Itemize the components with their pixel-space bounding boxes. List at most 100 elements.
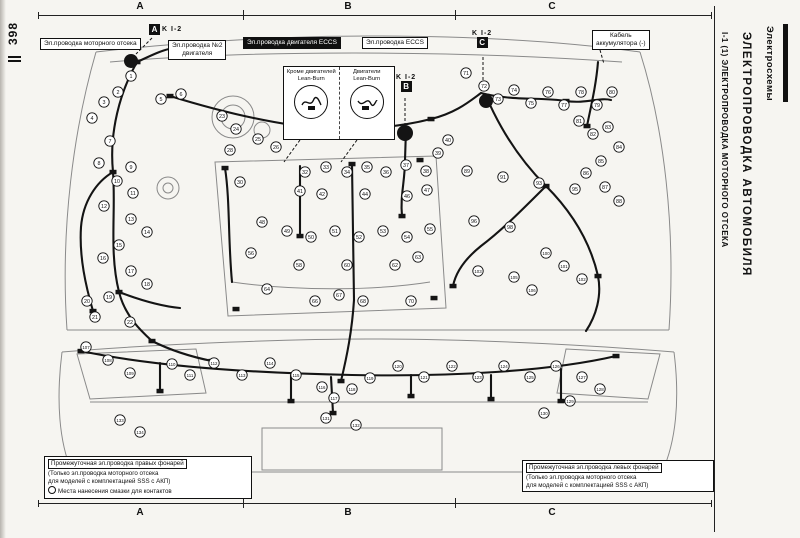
callout-circle bbox=[81, 295, 93, 307]
callout-number: 128 bbox=[596, 387, 604, 392]
ruler-tick bbox=[455, 498, 456, 508]
label-line: Lean-Burn bbox=[297, 75, 325, 82]
callout-circle bbox=[526, 284, 538, 296]
callout-circle bbox=[230, 123, 242, 135]
callout-circle bbox=[299, 166, 311, 178]
callout-circle bbox=[364, 372, 376, 384]
callout-circle bbox=[93, 157, 105, 169]
callout-number: 123 bbox=[474, 375, 482, 380]
sidebar-divider bbox=[714, 6, 715, 532]
callout-circle bbox=[329, 225, 341, 237]
callout-number: 12 bbox=[101, 204, 107, 210]
callout-circle bbox=[533, 177, 545, 189]
callout-number: 74 bbox=[511, 88, 517, 94]
lean-burn-note-box: Кроме двигателей Lean-Burn Двигатели Lea… bbox=[283, 66, 395, 140]
connector-block bbox=[487, 396, 495, 402]
callout-number: 22 bbox=[127, 320, 133, 326]
callout-number: 11 bbox=[130, 191, 136, 197]
callout-number: 51 bbox=[332, 229, 338, 235]
callout-circle bbox=[569, 183, 581, 195]
note-right-lamps: Промежуточная эл.проводка правых фонарей… bbox=[44, 456, 252, 499]
callout-number: 14 bbox=[144, 230, 150, 236]
callout-number: 67 bbox=[336, 293, 342, 299]
callout-number: 36 bbox=[383, 170, 389, 176]
callout-number: 19 bbox=[106, 295, 112, 301]
callout-number: 109 bbox=[126, 371, 134, 376]
callout-number: 84 bbox=[616, 145, 622, 151]
grid-letter-top-b: B bbox=[344, 1, 352, 12]
callout-circle bbox=[350, 419, 362, 431]
label-engine-bay-harness: Эл.проводка моторного отсека bbox=[40, 38, 141, 50]
car-body-outline bbox=[64, 51, 97, 331]
callout-circle bbox=[442, 134, 454, 146]
callout-number: 132 bbox=[352, 423, 360, 428]
callout-circle bbox=[125, 161, 137, 173]
callout-circle bbox=[256, 216, 268, 228]
callout-number: 30 bbox=[237, 180, 243, 186]
callout-number: 121 bbox=[420, 375, 428, 380]
callout-number: 52 bbox=[356, 235, 362, 241]
harness-wire bbox=[79, 349, 618, 377]
callout-number: 50 bbox=[308, 235, 314, 241]
callout-circle bbox=[124, 367, 136, 379]
callout-number: 107 bbox=[82, 345, 90, 350]
connector-block bbox=[109, 169, 117, 175]
callout-circle bbox=[166, 358, 178, 370]
car-body-outline bbox=[261, 427, 443, 471]
callout-number: 32 bbox=[302, 170, 308, 176]
page-number-rule bbox=[8, 56, 21, 58]
callout-circle bbox=[341, 259, 353, 271]
harness-wire bbox=[400, 127, 408, 218]
ruler-tick bbox=[711, 12, 712, 19]
connector-block bbox=[348, 161, 356, 167]
callout-number: 134 bbox=[136, 430, 144, 435]
callout-number: 37 bbox=[403, 163, 409, 169]
callout-number: 111 bbox=[187, 373, 194, 378]
callout-circle bbox=[576, 371, 588, 383]
callout-number: 122 bbox=[448, 364, 456, 369]
callout-number: 17 bbox=[128, 269, 134, 275]
harness-wire bbox=[339, 298, 356, 383]
callout-circle bbox=[316, 381, 328, 393]
callout-number: 64 bbox=[264, 287, 270, 293]
connector-block bbox=[542, 183, 550, 189]
callout-circle bbox=[236, 369, 248, 381]
callout-number: 38 bbox=[423, 169, 429, 175]
callout-number: 98 bbox=[507, 225, 513, 231]
callout-number: 80 bbox=[609, 90, 615, 96]
callout-circle bbox=[353, 231, 365, 243]
callout-number: 7 bbox=[109, 139, 112, 145]
grid-letter-bottom-c: C bbox=[548, 507, 556, 518]
callout-number: 73 bbox=[495, 97, 501, 103]
callout-circle bbox=[497, 171, 509, 183]
note-line: (Только эл.проводка моторного отсека bbox=[48, 469, 159, 477]
callout-circle bbox=[316, 188, 328, 200]
connector-ref-b: K I-2 B bbox=[394, 74, 418, 92]
ruler-tick bbox=[711, 500, 712, 507]
callout-number: 18 bbox=[144, 282, 150, 288]
callout-number: 25 bbox=[255, 137, 261, 143]
grid-letter-top-a: A bbox=[136, 1, 144, 12]
ruler-tick bbox=[38, 12, 39, 19]
connector-block bbox=[329, 410, 337, 416]
callout-circle bbox=[113, 239, 125, 251]
callout-number: 77 bbox=[561, 103, 567, 109]
section-tab-bar bbox=[783, 24, 788, 102]
callout-number: 117 bbox=[331, 396, 339, 401]
ref-label-c: K I-2 bbox=[472, 30, 493, 37]
car-body-outline bbox=[556, 348, 661, 400]
callout-number: 48 bbox=[259, 220, 265, 226]
callout-circle bbox=[89, 311, 101, 323]
callout-circle bbox=[328, 392, 340, 404]
connector-block bbox=[430, 295, 438, 301]
callout-circle bbox=[602, 121, 614, 133]
note-line: (Только эл.проводка моторного отсека bbox=[526, 473, 637, 481]
callout-number: 3 bbox=[103, 100, 106, 106]
callout-circle bbox=[281, 225, 293, 237]
callout-circle bbox=[216, 110, 228, 122]
harness-wire bbox=[135, 47, 171, 64]
connector-block bbox=[557, 398, 565, 404]
callout-circle bbox=[80, 341, 92, 353]
connector-block bbox=[427, 116, 435, 122]
callout-circle bbox=[125, 70, 137, 82]
